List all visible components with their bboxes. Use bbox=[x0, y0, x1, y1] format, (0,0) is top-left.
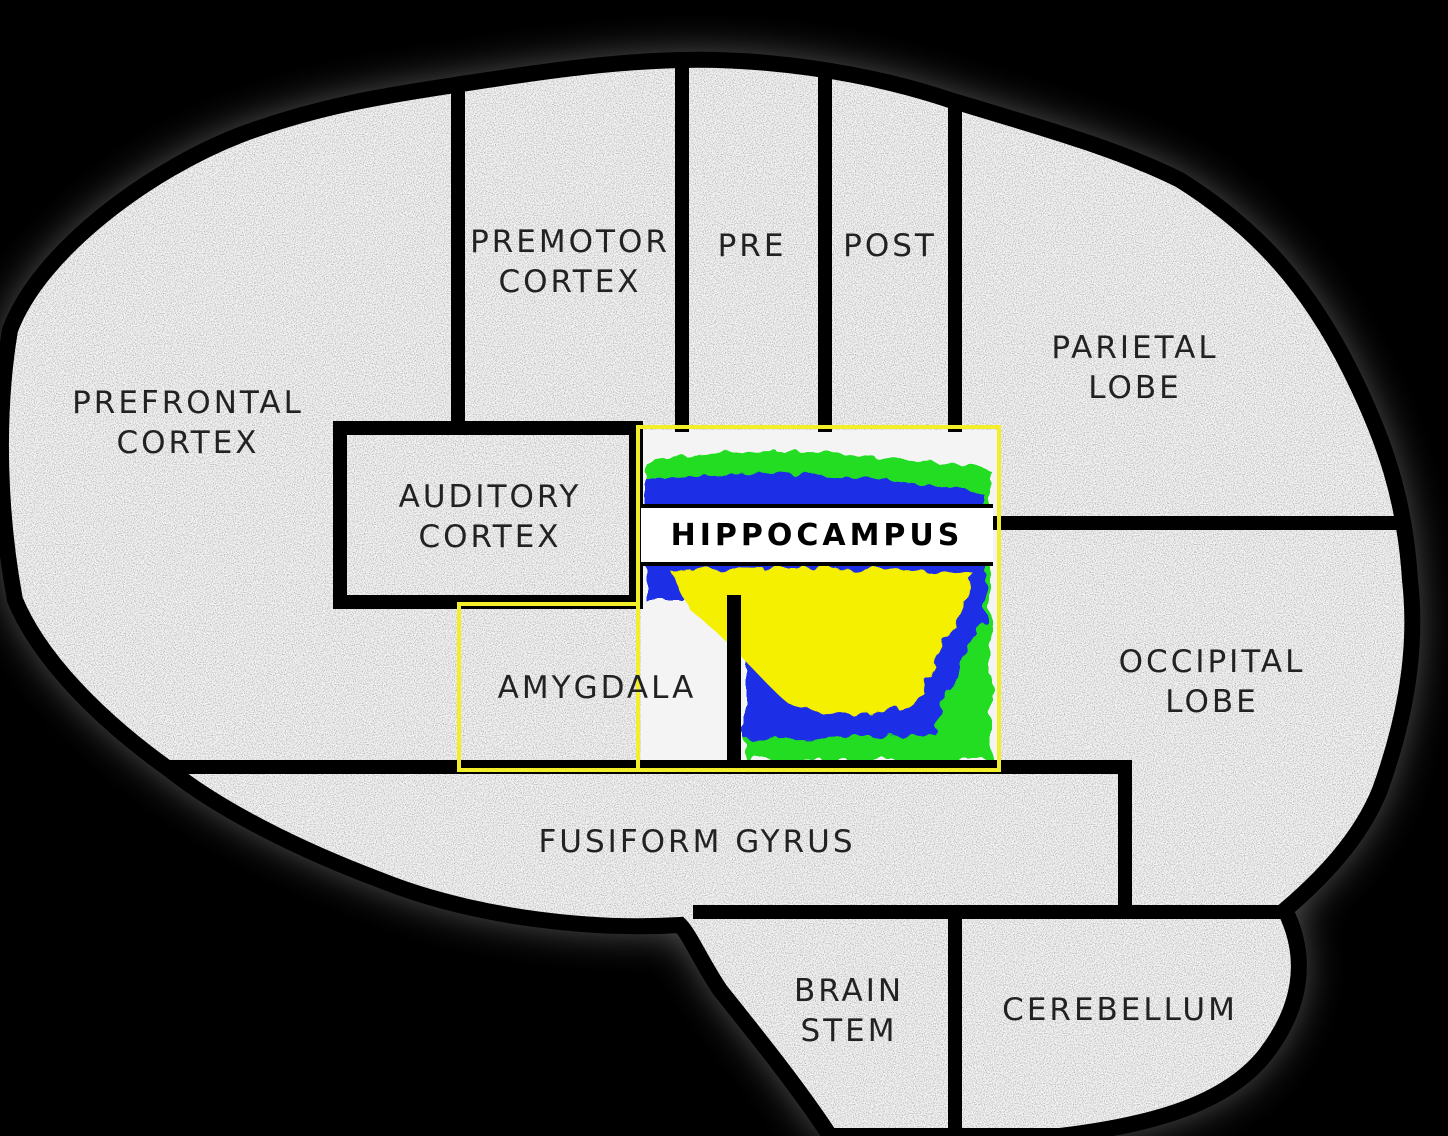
label-auditory-line-1: AUDITORY bbox=[398, 479, 582, 515]
label-prefrontal-line-2: CORTEX bbox=[116, 425, 260, 461]
label-post-line-1: POST bbox=[843, 228, 937, 264]
label-auditory-cortex: AUDITORY CORTEX bbox=[399, 477, 582, 557]
label-occipital-line-1: OCCIPITAL bbox=[1118, 644, 1306, 680]
highlight-outlines bbox=[457, 425, 1001, 772]
label-pre: PRE bbox=[718, 226, 787, 266]
label-amygdala: AMYGDALA bbox=[498, 668, 697, 708]
label-brainstem-line-2: STEM bbox=[800, 1013, 898, 1049]
label-premotor-cortex: PREMOTOR CORTEX bbox=[470, 222, 670, 302]
label-parietal-line-1: PARIETAL bbox=[1051, 330, 1219, 366]
label-premotor-line-1: PREMOTOR bbox=[470, 224, 670, 260]
label-amygdala-line-1: AMYGDALA bbox=[497, 670, 697, 706]
label-fusiform-gyrus: FUSIFORM GYRUS bbox=[538, 822, 855, 862]
label-occipital-line-2: LOBE bbox=[1165, 684, 1259, 720]
label-auditory-line-2: CORTEX bbox=[418, 519, 562, 555]
label-parietal-line-2: LOBE bbox=[1088, 370, 1182, 406]
label-parietal-lobe: PARIETAL LOBE bbox=[1051, 328, 1218, 408]
label-cerebellum: CEREBELLUM bbox=[1002, 990, 1238, 1030]
label-prefrontal-line-1: PREFRONTAL bbox=[72, 385, 304, 421]
label-brain-stem: BRAIN STEM bbox=[794, 971, 904, 1051]
hippocampus-region bbox=[641, 430, 997, 765]
label-brainstem-line-1: BRAIN bbox=[793, 973, 905, 1009]
label-cerebellum-line-1: CEREBELLUM bbox=[1002, 992, 1238, 1028]
label-occipital-lobe: OCCIPITAL LOBE bbox=[1119, 642, 1306, 722]
hippocampus-banner: HIPPOCAMPUS bbox=[641, 504, 993, 566]
label-prefrontal-cortex: PREFRONTAL CORTEX bbox=[72, 383, 304, 463]
label-post: POST bbox=[843, 226, 937, 266]
label-premotor-line-2: CORTEX bbox=[498, 264, 642, 300]
label-pre-line-1: PRE bbox=[717, 228, 787, 264]
label-fusiform-line-1: FUSIFORM GYRUS bbox=[538, 824, 856, 860]
